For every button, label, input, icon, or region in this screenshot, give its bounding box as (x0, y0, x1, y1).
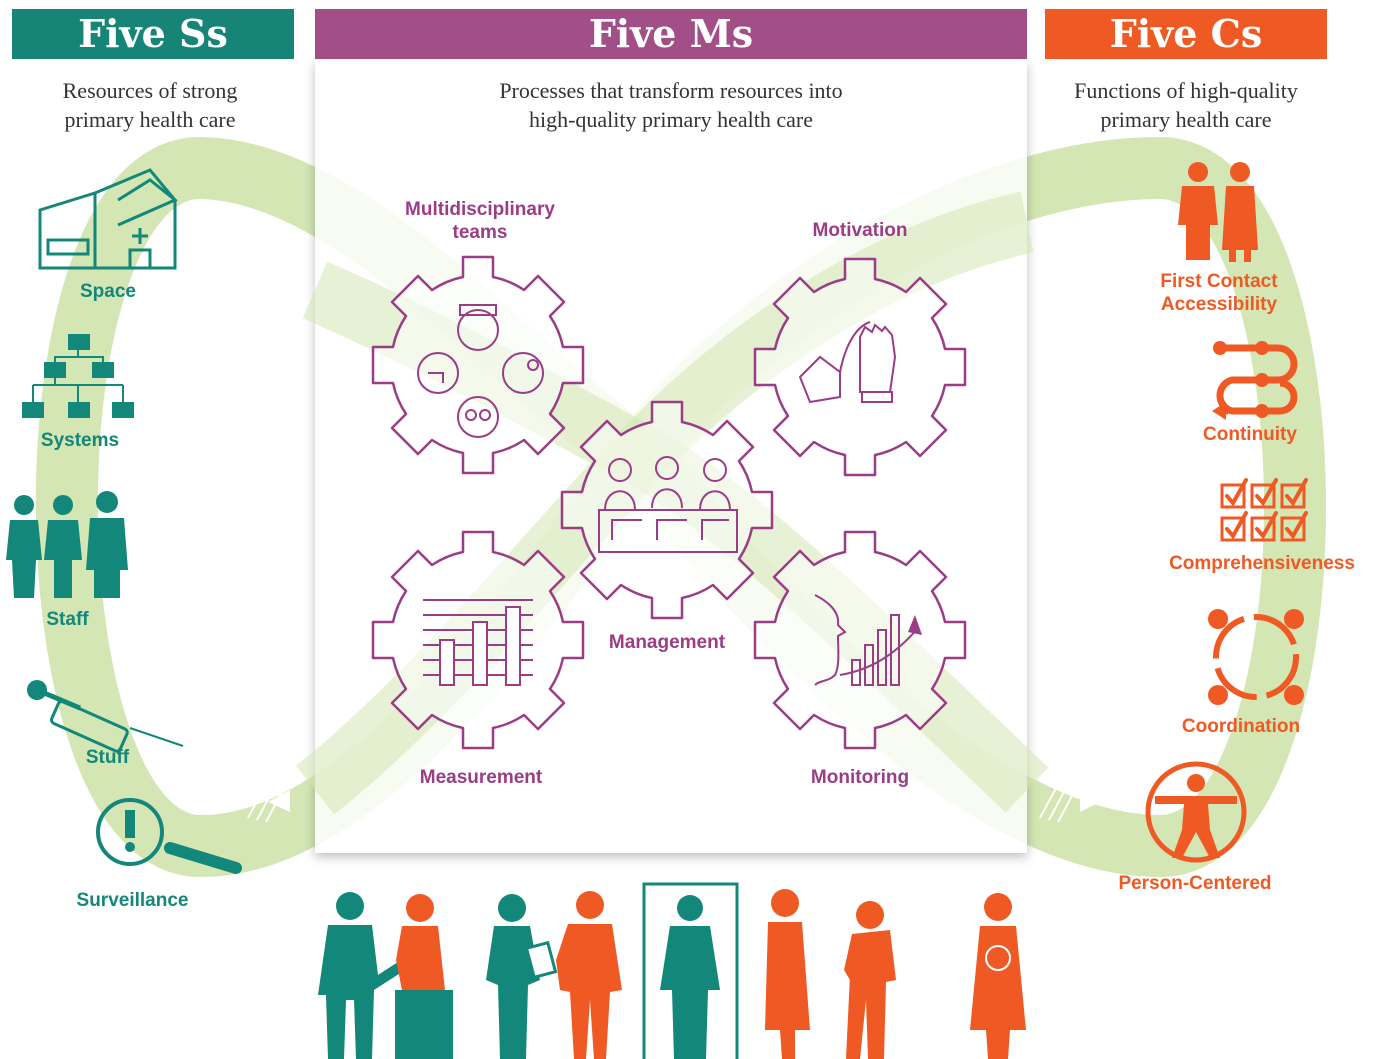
management-gear-icon (560, 400, 774, 620)
woman-figure-icon (765, 889, 810, 1059)
five-cs-subtitle: Functions of high-quality primary health… (1040, 76, 1332, 134)
five-cs-title: Five Cs (1109, 11, 1263, 56)
teams-label-line: Multidisciplinary (405, 199, 555, 220)
clipboard-icon (524, 940, 558, 980)
cs-item-coordination: Coordination (1181, 716, 1301, 737)
measurement-gear-icon (371, 530, 585, 750)
five-ms-subtitle-line: high-quality primary health care (528, 107, 814, 132)
five-ms-subtitle-line: Processes that transform resources into (499, 78, 843, 103)
doctor-figure-icon (318, 892, 402, 1059)
nurse-figure-icon (486, 894, 540, 1059)
cs-item-first-contact-line: Accessibility (1160, 294, 1278, 315)
magnifier-alert-icon (96, 798, 242, 874)
monitoring-gear-icon (753, 530, 967, 750)
ss-item-staff: Staff (46, 609, 89, 630)
elderly-figure-icon (844, 901, 896, 1059)
staff-icon (6, 491, 128, 598)
teams-label: Multidisciplinary teams (380, 198, 580, 244)
five-ss-header: Five Ss (12, 9, 294, 59)
teams-gear-icon (371, 255, 585, 475)
five-cs-header: Five Cs (1045, 9, 1327, 59)
five-ms-subtitle: Processes that transform resources into … (315, 76, 1027, 134)
cane-icon (846, 974, 854, 1059)
band-arrow-icon (268, 230, 290, 252)
vitruvian-person-icon (1145, 761, 1247, 863)
people-access-icon (1178, 162, 1258, 262)
doctor-doorway-icon (660, 895, 720, 1059)
five-cs-subtitle-line: Functions of high-quality (1074, 78, 1298, 103)
five-ms-title: Five Ms (588, 11, 754, 56)
ss-item-systems: Systems (40, 430, 120, 451)
seat-icon (395, 990, 453, 1059)
teams-label-line: teams (452, 222, 508, 243)
cs-item-continuity: Continuity (1203, 424, 1297, 445)
cs-item-person-centered: Person-Centered (1118, 873, 1272, 894)
measurement-label: Measurement (419, 767, 543, 788)
building-icon (38, 168, 178, 270)
motivation-gear-icon (753, 257, 967, 477)
five-ss-subtitle-line: primary health care (64, 107, 236, 132)
cs-item-first-contact: First Contact Accessibility (1140, 270, 1298, 316)
cs-item-first-contact-line: First Contact (1160, 271, 1278, 292)
five-ms-header: Five Ms (315, 9, 1027, 59)
management-label: Management (608, 632, 726, 653)
five-cs-subtitle-line: primary health care (1100, 107, 1272, 132)
cs-item-comprehensiveness: Comprehensiveness (1169, 553, 1355, 574)
doorway-icon (642, 882, 739, 1059)
five-ss-subtitle: Resources of strong primary health care (0, 76, 300, 134)
ss-item-stuff: Stuff (85, 747, 130, 768)
checklist-icon (1220, 478, 1308, 542)
motivation-label: Motivation (812, 220, 908, 241)
monitoring-label: Monitoring (810, 767, 910, 788)
man-figure-icon (556, 891, 622, 1059)
five-ss-subtitle-line: Resources of strong (62, 78, 238, 103)
org-chart-icon (22, 334, 134, 418)
ss-item-space: Space (80, 281, 136, 302)
five-ss-title: Five Ss (78, 11, 228, 56)
ss-item-surveillance: Surveillance (76, 890, 189, 911)
coordination-icon (1208, 609, 1304, 705)
syringe-icon (27, 680, 184, 753)
mother-baby-icon (970, 893, 1026, 1059)
